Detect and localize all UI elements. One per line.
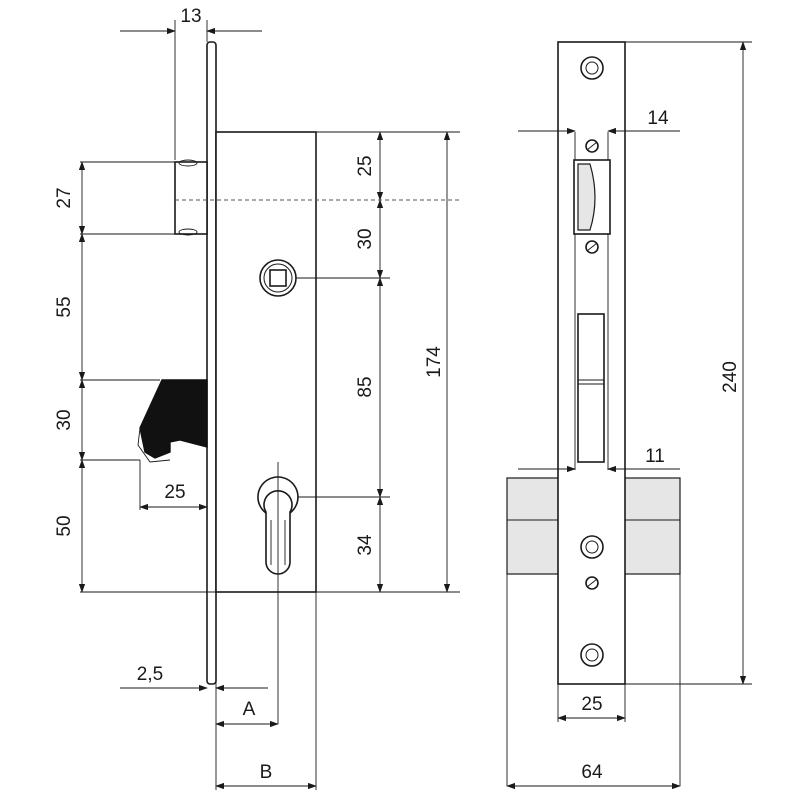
dim-55-label: 55 bbox=[54, 296, 75, 317]
dim-2-5-label: 2,5 bbox=[137, 664, 163, 685]
lock-front-view bbox=[506, 41, 681, 685]
left-dimension-lines bbox=[78, 27, 451, 790]
spindle-hub bbox=[259, 259, 297, 297]
dim-B-label: B bbox=[260, 762, 273, 783]
latch-screw-bottom bbox=[585, 240, 599, 254]
dim-174-label: 174 bbox=[424, 346, 445, 378]
dim-14-label: 14 bbox=[647, 108, 669, 129]
latch-screw-top bbox=[585, 139, 599, 153]
hook-bolt-window bbox=[577, 313, 605, 463]
dim-64-label: 64 bbox=[581, 762, 603, 783]
right-extension-lines bbox=[506, 41, 752, 786]
top-screw-hole bbox=[580, 56, 604, 80]
latch-bolt bbox=[174, 159, 460, 236]
dim-34-label: 34 bbox=[355, 534, 376, 556]
dim-11-label: 11 bbox=[645, 446, 665, 467]
hook-bolt bbox=[137, 379, 208, 463]
dim-25-latch-label: 25 bbox=[164, 482, 185, 503]
faceplate-strip bbox=[206, 41, 217, 685]
middle-screw bbox=[585, 576, 599, 590]
dim-30-mid-label: 30 bbox=[355, 228, 376, 249]
dim-13-label: 13 bbox=[180, 6, 201, 27]
dim-85-label: 85 bbox=[355, 376, 376, 397]
latch-window bbox=[573, 159, 611, 235]
right-dimension-lines bbox=[506, 41, 747, 790]
right-dimension-labels: 14 11 240 25 64 bbox=[581, 108, 741, 783]
left-dimension-labels: 13 27 55 30 50 25 25 30 85 34 174 2,5 A … bbox=[54, 6, 445, 783]
dim-A-label: A bbox=[243, 699, 256, 720]
bottom-screw-hole bbox=[580, 643, 604, 667]
dim-27-label: 27 bbox=[54, 187, 75, 208]
lock-side-view bbox=[137, 41, 460, 724]
dim-50-label: 50 bbox=[54, 515, 75, 536]
dim-25-bottom-label: 25 bbox=[581, 694, 602, 715]
dim-30-left-label: 30 bbox=[54, 409, 75, 430]
dim-240-label: 240 bbox=[720, 361, 741, 393]
dim-25-top-label: 25 bbox=[355, 155, 376, 176]
cylinder-hole bbox=[580, 535, 604, 559]
